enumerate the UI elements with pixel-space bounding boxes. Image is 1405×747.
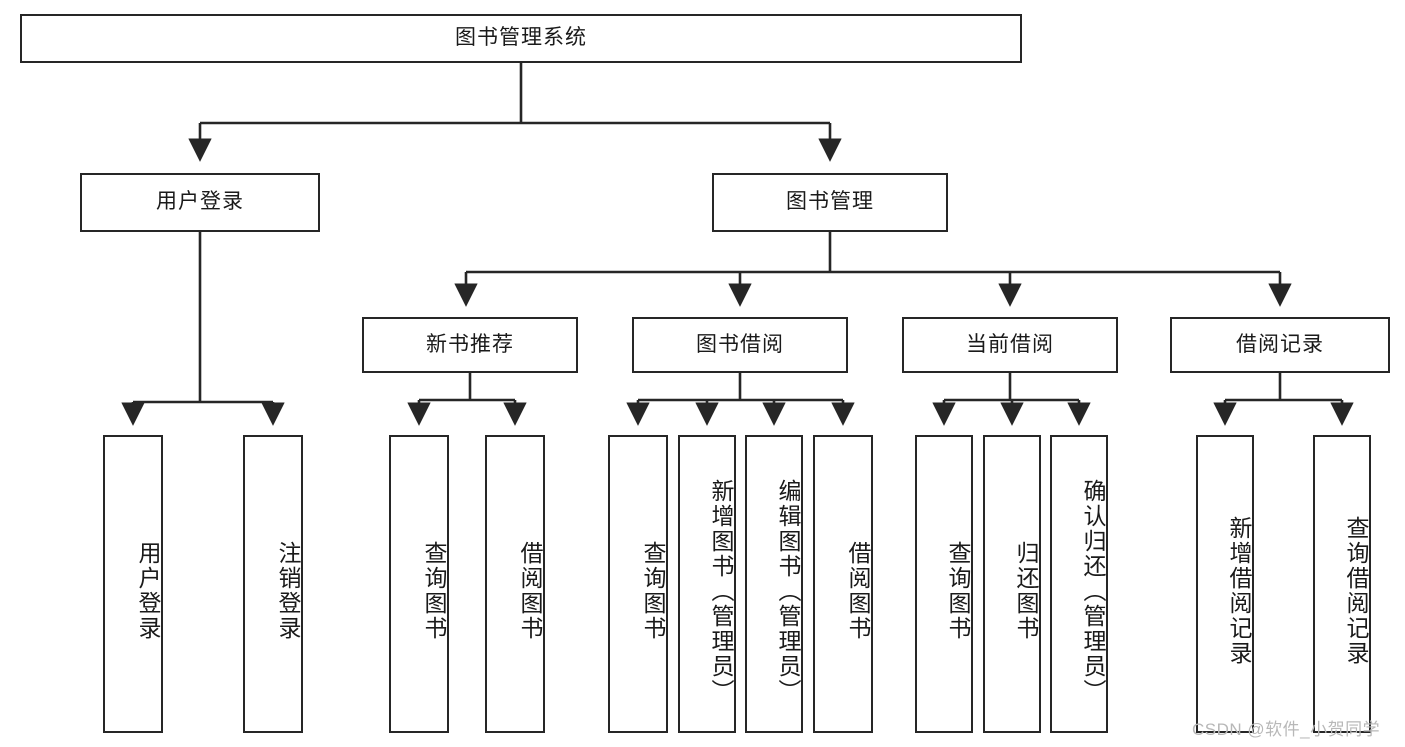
edges-bookborrow-to-leaves: [626, 373, 855, 426]
node-label: 归还图书: [1013, 541, 1039, 641]
edges-bookmanage-to-level3: [454, 232, 1292, 307]
node-leaf-query-book-bor[interactable]: 查询图书: [608, 435, 668, 733]
node-label: 新书推荐: [426, 332, 514, 356]
node-label: 确认归还（管理员）: [1080, 478, 1106, 704]
node-label: 注销登录: [275, 541, 301, 641]
node-leaf-query-record[interactable]: 查询借阅记录: [1313, 435, 1371, 733]
node-label: 借阅图书: [517, 541, 543, 641]
node-book-borrow[interactable]: 图书借阅: [632, 317, 848, 373]
node-leaf-edit-book[interactable]: 编辑图书（管理员）: [745, 435, 803, 733]
node-label: 用户登录: [156, 190, 244, 214]
node-user-login[interactable]: 用户登录: [80, 173, 320, 232]
node-label: 借阅图书: [845, 541, 871, 641]
node-borrow-record[interactable]: 借阅记录: [1170, 317, 1390, 373]
node-book-manage[interactable]: 图书管理: [712, 173, 948, 232]
node-label: 查询借阅记录: [1343, 516, 1369, 666]
node-label: 用户登录: [135, 541, 161, 641]
node-leaf-user-login[interactable]: 用户登录: [103, 435, 163, 733]
node-label: 新增借阅记录: [1226, 516, 1252, 666]
node-label: 当前借阅: [966, 332, 1054, 356]
edges-borrowrecord-to-leaves: [1213, 373, 1354, 426]
node-leaf-confirm-return[interactable]: 确认归还（管理员）: [1050, 435, 1108, 733]
node-leaf-add-book[interactable]: 新增图书（管理员）: [678, 435, 736, 733]
node-label: 查询图书: [945, 541, 971, 641]
node-label: 图书管理系统: [455, 26, 587, 50]
node-leaf-query-book-cur[interactable]: 查询图书: [915, 435, 973, 733]
node-leaf-borrow-book-rec[interactable]: 借阅图书: [485, 435, 545, 733]
edges-root-to-level2: [188, 63, 842, 162]
edges-newbook-to-leaves: [407, 373, 527, 426]
node-new-book-recommend[interactable]: 新书推荐: [362, 317, 578, 373]
node-label: 借阅记录: [1236, 332, 1324, 356]
node-label: 编辑图书（管理员）: [775, 478, 801, 704]
node-current-borrow[interactable]: 当前借阅: [902, 317, 1118, 373]
node-leaf-return-book[interactable]: 归还图书: [983, 435, 1041, 733]
edges-userlogin-to-leaves: [121, 232, 285, 426]
node-label: 查询图书: [421, 541, 447, 641]
node-leaf-query-book-rec[interactable]: 查询图书: [389, 435, 449, 733]
node-root[interactable]: 图书管理系统: [20, 14, 1022, 63]
node-label: 查询图书: [640, 541, 666, 641]
node-leaf-add-record[interactable]: 新增借阅记录: [1196, 435, 1254, 733]
node-label: 图书管理: [786, 190, 874, 214]
edges-currentborrow-to-leaves: [932, 373, 1091, 426]
node-leaf-borrow-book-bor[interactable]: 借阅图书: [813, 435, 873, 733]
node-label: 新增图书（管理员）: [708, 478, 734, 704]
node-label: 图书借阅: [696, 332, 784, 356]
node-leaf-user-logout[interactable]: 注销登录: [243, 435, 303, 733]
csdn-watermark: CSDN @软件_小贺同学: [1192, 720, 1381, 739]
